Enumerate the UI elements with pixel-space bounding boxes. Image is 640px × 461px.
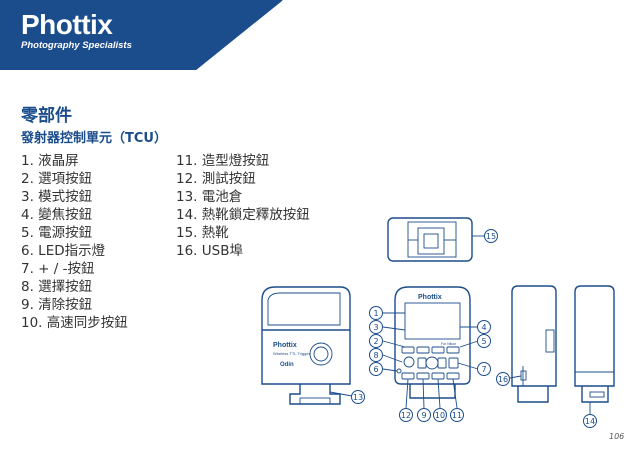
- device-subtitle-text: Wireless TTL Trigger: [273, 351, 311, 356]
- callout-8-label: 8: [373, 351, 378, 360]
- page-subtitle: 發射器控制單元（TCU）: [21, 131, 167, 146]
- side-view-left: Phottix Wireless TTL Trigger Odin: [261, 286, 353, 405]
- callout-11-label: 11: [452, 411, 462, 420]
- callout-10-label: 10: [435, 411, 445, 420]
- callout-3: 3: [369, 320, 383, 334]
- brand-logo: Phottix: [21, 9, 113, 40]
- callout-12-label: 12: [401, 411, 411, 420]
- front-logo-text: Phottix: [418, 294, 442, 301]
- list-item: 5. 電源按鈕: [21, 225, 93, 241]
- callout-13-label: 13: [353, 393, 363, 402]
- callout-1-label: 1: [373, 309, 378, 318]
- callout-2: 2: [369, 334, 383, 348]
- callout-16-label: 16: [498, 375, 508, 384]
- callout-14-label: 14: [585, 417, 595, 426]
- list-item: 13. 電池倉: [176, 189, 243, 205]
- callout-6: 6: [369, 362, 383, 376]
- list-item: 2. 選項按鈕: [21, 171, 93, 187]
- page-title: 零部件: [21, 106, 72, 126]
- callout-14: 14: [583, 414, 597, 428]
- list-item: 4. 變焦按鈕: [21, 207, 93, 223]
- callout-13: 13: [351, 390, 365, 404]
- list-item: 8. 選擇按鈕: [21, 279, 93, 295]
- callout-4-label: 4: [481, 323, 486, 332]
- top-view: [387, 217, 484, 262]
- callout-15: 15: [484, 229, 498, 243]
- callout-9: 9: [417, 408, 431, 422]
- callout-5-label: 5: [481, 337, 486, 346]
- list-item: 14. 熱靴鎖定釋放按鈕: [176, 207, 310, 223]
- list-item: 7. + / -按鈕: [21, 261, 95, 277]
- callout-16: 16: [496, 372, 510, 386]
- callout-7-label: 7: [481, 365, 486, 374]
- callout-3-label: 3: [373, 323, 378, 332]
- callout-5: 5: [477, 334, 491, 348]
- brand-tagline: Photography Specialists: [21, 40, 132, 51]
- device-model-text: Odin: [280, 362, 294, 368]
- callout-4: 4: [477, 320, 491, 334]
- callout-15-label: 15: [486, 232, 496, 241]
- callout-10: 10: [433, 408, 447, 422]
- page-number: 106: [609, 432, 625, 441]
- front-panel-label: For Nikon: [441, 342, 456, 346]
- list-item: 11. 造型燈按鈕: [176, 153, 270, 169]
- parts-list-left: 1. 液晶屏 2. 選項按鈕 3. 模式按鈕 4. 變焦按鈕 5. 電源按鈕 6…: [21, 152, 128, 332]
- callout-9-label: 9: [421, 411, 426, 420]
- callout-7: 7: [477, 362, 491, 376]
- list-item: 9. 清除按鈕: [21, 297, 93, 313]
- callout-2-label: 2: [373, 337, 378, 346]
- callout-8: 8: [369, 348, 383, 362]
- callout-1: 1: [369, 306, 383, 320]
- list-item: 15. 熱靴: [176, 225, 229, 241]
- side-view-right: [509, 285, 557, 403]
- list-item: 16. USB埠: [176, 243, 243, 259]
- front-view: Phottix For Nikon: [382, 286, 479, 409]
- callout-6-label: 6: [373, 365, 378, 374]
- list-item: 3. 模式按鈕: [21, 189, 93, 205]
- list-item: 1. 液晶屏: [21, 153, 79, 169]
- callout-12: 12: [399, 408, 413, 422]
- back-view: [574, 285, 615, 414]
- device-logo-text: Phottix: [273, 342, 297, 349]
- parts-list-right: 11. 造型燈按鈕 12. 測試按鈕 13. 電池倉 14. 熱靴鎖定釋放按鈕 …: [176, 152, 310, 260]
- list-item: 12. 測試按鈕: [176, 171, 256, 187]
- callout-11: 11: [450, 408, 464, 422]
- list-item: 10. 高速同步按鈕: [21, 315, 128, 331]
- list-item: 6. LED指示燈: [21, 243, 106, 259]
- header-banner: [0, 0, 283, 70]
